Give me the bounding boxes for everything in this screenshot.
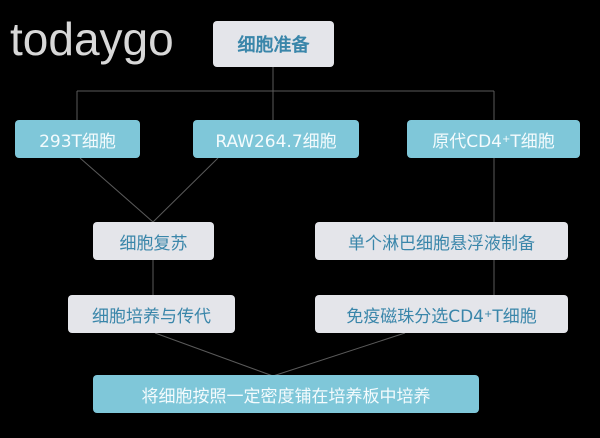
superscript: + <box>484 308 493 320</box>
step-culture-passage: 细胞培养与传代 <box>68 295 235 333</box>
step-label-post: T细胞 <box>492 306 537 327</box>
step-label-pre: 免疫磁珠分选CD4 <box>346 306 484 327</box>
final-node: 将细胞按照一定密度铺在培养板中培养 <box>93 375 479 413</box>
source-node-293t: 293T细胞 <box>15 120 140 158</box>
connector <box>272 332 406 377</box>
source-label: 293T细胞 <box>39 131 116 152</box>
root-node: 细胞准备 <box>213 21 334 67</box>
source-label-pre: 原代CD4 <box>432 131 502 152</box>
step-lymphocyte-suspension: 单个淋巴细胞悬浮液制备 <box>315 222 568 260</box>
step-label: 细胞培养与传代 <box>92 306 211 327</box>
connector <box>154 332 274 377</box>
final-label: 将细胞按照一定密度铺在培养板中培养 <box>141 386 431 407</box>
step-label: 细胞复苏 <box>119 233 188 254</box>
step-cell-recovery: 细胞复苏 <box>93 222 214 260</box>
source-label: RAW264.7细胞 <box>215 131 337 152</box>
watermark: todaygo <box>10 13 174 65</box>
connector <box>79 157 154 223</box>
superscript: + <box>502 133 511 145</box>
step-label: 单个淋巴细胞悬浮液制备 <box>348 233 535 254</box>
connector <box>152 157 219 223</box>
root-label: 细胞准备 <box>237 35 310 56</box>
source-label-post: T细胞 <box>510 131 555 152</box>
source-node-cd4: 原代CD4+ T细胞 <box>407 120 580 158</box>
step-magnetic-sorting: 免疫磁珠分选CD4+ T细胞 <box>315 295 568 333</box>
source-node-raw264: RAW264.7细胞 <box>193 120 359 158</box>
